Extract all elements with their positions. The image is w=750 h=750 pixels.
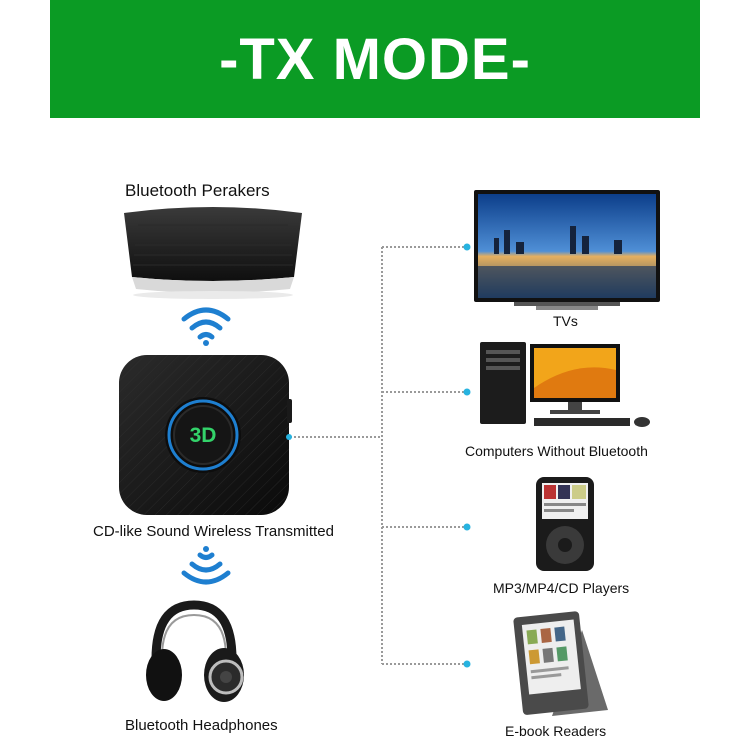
device-label-mp3: MP3/MP4/CD Players [493,580,630,596]
tv-icon [474,190,660,314]
ebook-reader-icon [512,610,612,718]
3d-badge: 3D [189,424,217,447]
headphones-label: Bluetooth Headphones [125,717,278,734]
device-label-tv: TVs [553,313,578,329]
device-label-computer: Computers Without Bluetooth [465,443,648,459]
page-title: -TX MODE- [219,26,531,92]
device-label-ebook: E-book Readers [505,723,607,739]
wireless-signal-icon [176,305,236,347]
transmitter-device [115,351,293,519]
wireless-signal-down-icon [176,545,236,585]
header-banner: -TX MODE- [50,0,700,118]
speaker-label: Bluetooth Perakers [125,181,270,200]
computer-icon [478,340,658,432]
bluetooth-speaker-image [118,205,308,300]
headphones-image [140,597,248,707]
transmitter-label: CD-like Sound Wireless Transmitted [93,523,334,540]
mp3-player-icon [530,475,600,575]
